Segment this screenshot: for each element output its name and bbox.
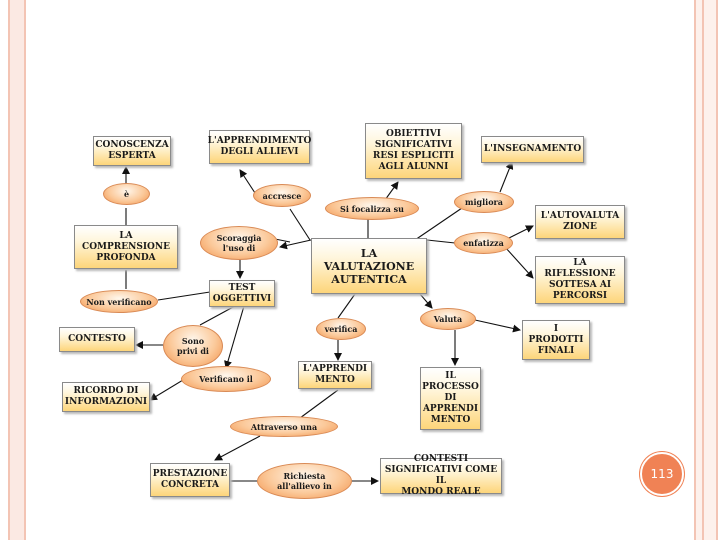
node-test-oggettivi: TEST OGGETTIVI	[209, 280, 275, 307]
node-autovalutazione: L'AUTOVALUTA ZIONE	[535, 205, 625, 239]
link-valuta: Valuta	[420, 308, 476, 330]
link-accresce: accresce	[253, 184, 311, 207]
link-sono-privi-di: Sono privi di	[163, 325, 223, 367]
right-decorative-border	[694, 0, 718, 540]
node-contesto: CONTESTO	[59, 327, 135, 352]
node-valutazione-autentica: LA VALUTAZIONE AUTENTICA	[311, 238, 427, 294]
node-contesti-significativi: CONTESTI SIGNIFICATIVI COME IL MONDO REA…	[380, 454, 502, 497]
node-conoscenza-esperta: CONOSCENZA ESPERTA	[93, 136, 171, 166]
link-e: è	[103, 183, 150, 205]
slide-number-badge: 113	[640, 452, 684, 496]
link-si-focalizza-su: Si focalizza su	[325, 197, 419, 220]
node-comprensione-profonda: LA COMPRENSIONE PROFONDA	[74, 225, 178, 269]
link-verifica: verifica	[316, 318, 366, 340]
link-non-verificano: Non verificano	[80, 290, 158, 313]
node-ricordo-informazioni: RICORDO DI INFORMAZIONI	[62, 382, 150, 412]
node-insegnamento: L'INSEGNAMENTO	[481, 136, 584, 163]
link-enfatizza: enfatizza	[454, 232, 513, 254]
node-prestazione-concreta: PRESTAZIONE CONCRETA	[150, 463, 230, 497]
link-richiesta-allievo: Richiesta all'allievo in	[257, 463, 352, 499]
node-obiettivi-significativi: OBIETTIVI SIGNIFICATIVI RESI ESPLICITI A…	[365, 123, 462, 179]
node-processo-apprendimento: IL PROCESSO DI APPRENDI MENTO	[420, 367, 481, 430]
link-migliora: migliora	[454, 191, 514, 213]
node-prodotti-finali: I PRODOTTI FINALI	[522, 320, 590, 360]
left-decorative-border	[8, 0, 26, 540]
link-scoraggia: Scoraggia l'uso di	[200, 226, 278, 260]
node-apprendimento: L'APPRENDI MENTO	[298, 361, 372, 389]
link-verificano-il: Verificano il	[181, 366, 271, 392]
link-attraverso-una: Attraverso una	[230, 416, 338, 437]
node-riflessione: LA RIFLESSIONE SOTTESA AI PERCORSI	[535, 256, 625, 304]
node-apprendimento-allievi: L'APPRENDIMENTO DEGLI ALLIEVI	[208, 130, 311, 164]
